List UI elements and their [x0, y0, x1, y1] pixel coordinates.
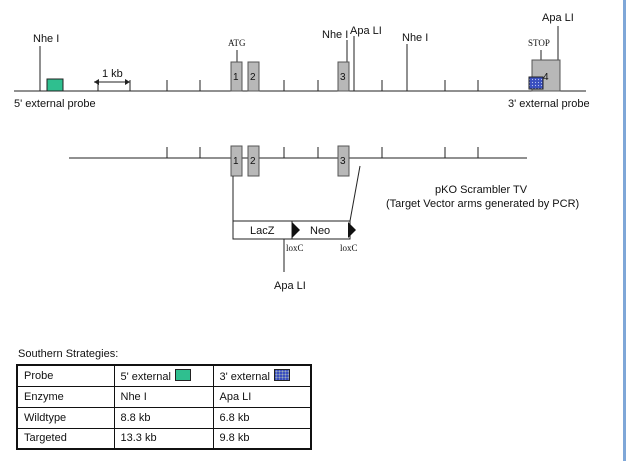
apa1-vector-label: Apa LI — [274, 280, 306, 292]
row-label: Wildtype — [16, 406, 115, 429]
tv-exon-3-label: 3 — [340, 156, 346, 167]
wt-exon-1-label: 1 — [233, 72, 239, 83]
probe-3prime-cell: 3' external — [212, 364, 312, 387]
table-row: Enzyme Nhe I Apa LI — [16, 385, 312, 408]
southern-strategies-title: Southern Strategies: — [18, 348, 119, 360]
blue-probe-swatch — [273, 368, 290, 381]
southern-strategies-table: Probe 5' external 3' external Enzyme Nhe… — [16, 364, 312, 450]
row-label: Targeted — [16, 427, 115, 450]
tv-exon-2-label: 2 — [250, 156, 256, 167]
green-probe-swatch — [174, 368, 191, 381]
wt-exon-3-label: 3 — [340, 72, 346, 83]
cell-3prime: 6.8 kb — [212, 406, 312, 429]
loxc-left-label: loxC — [286, 243, 304, 253]
scale-bar-right-arrow — [125, 79, 130, 85]
nhe1-right-label: Nhe I — [402, 32, 428, 44]
apa1-mid-label: Apa LI — [350, 25, 382, 37]
row-label: Probe — [16, 364, 115, 387]
three-prime-probe-label: 3' external probe — [508, 98, 590, 110]
nhe1-left-label: Nhe I — [33, 33, 59, 45]
five-prime-probe-box — [46, 78, 64, 92]
tv-exon-1 — [230, 145, 243, 177]
stop-label: STOP — [528, 38, 550, 48]
cell-5prime: 13.3 kb — [113, 427, 214, 450]
loxc-left-triangle — [292, 222, 300, 238]
nhe1-mid-label: Nhe I — [322, 29, 348, 41]
wt-exon-3 — [337, 61, 350, 92]
row-label: Enzyme — [16, 385, 115, 408]
vector-tick-marks — [166, 147, 479, 158]
tv-exon-2 — [247, 145, 260, 177]
loxc-right-label: loxC — [340, 243, 358, 253]
wt-exon-1 — [230, 61, 243, 92]
tv-exon-3 — [337, 145, 350, 177]
lacz-label: LacZ — [250, 225, 275, 237]
cell-3prime: Apa LI — [212, 385, 312, 408]
locus-tick-marks — [97, 80, 479, 91]
five-prime-probe-label: 5' external probe — [14, 98, 96, 110]
probe-5prime-cell: 5' external — [113, 364, 214, 387]
neo-label: Neo — [310, 225, 330, 237]
cell-3prime: 9.8 kb — [212, 427, 312, 450]
wt-exon-2-label: 2 — [250, 72, 256, 83]
table-row: Probe 5' external 3' external — [16, 364, 312, 387]
atg-label: ATG — [228, 38, 246, 48]
scale-bar-left-arrow — [94, 79, 99, 85]
apa1-right-label: Apa LI — [542, 12, 574, 24]
three-prime-probe-box — [528, 76, 544, 90]
wt-exon-4-label: 4 — [543, 72, 549, 83]
loxc-right-triangle — [348, 222, 356, 238]
probe-5prime-text: 5' external — [120, 370, 171, 383]
vector-title: pKO Scrambler TV — [435, 184, 528, 196]
wt-exon-2 — [247, 61, 260, 92]
table-row: Targeted 13.3 kb 9.8 kb — [16, 427, 312, 450]
tv-exon-1-label: 1 — [233, 156, 239, 167]
cell-5prime: 8.8 kb — [113, 406, 214, 429]
scale-bar-label: 1 kb — [102, 68, 123, 80]
probe-3prime-text: 3' external — [219, 370, 270, 383]
cell-5prime: Nhe I — [113, 385, 214, 408]
cassette-insert-line-right — [349, 165, 361, 222]
table-row: Wildtype 8.8 kb 6.8 kb — [16, 406, 312, 429]
vector-subtitle: (Target Vector arms generated by PCR) — [386, 198, 579, 210]
